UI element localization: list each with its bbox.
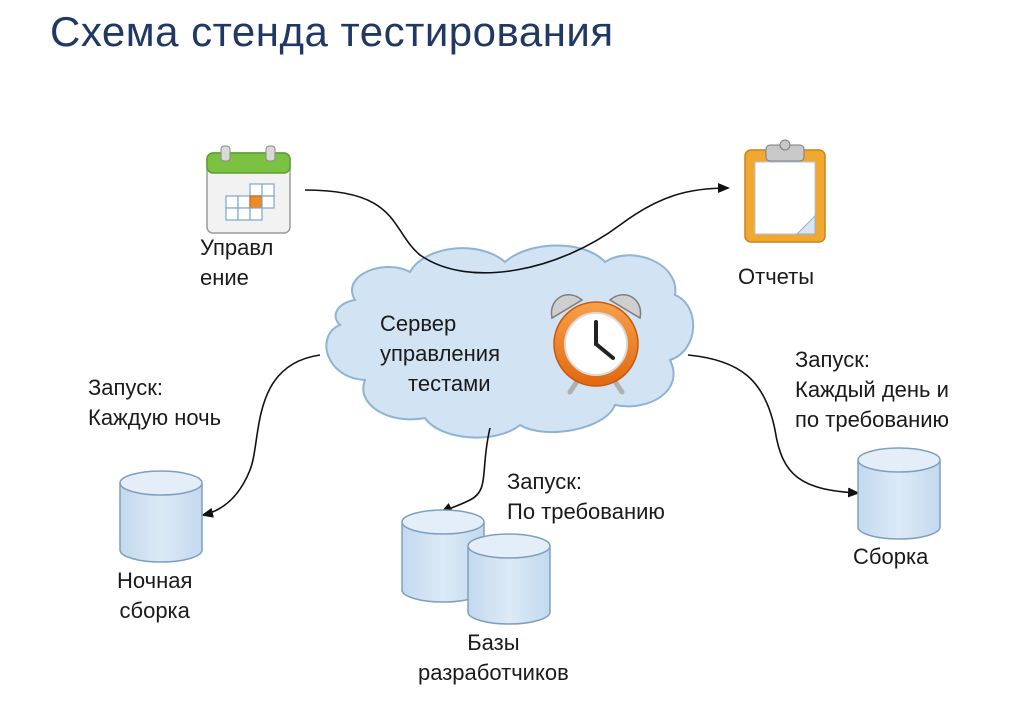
nightly-build-label: Ночная сборка [117,568,193,623]
developer-databases-label: Базы разработчиков [418,630,569,685]
build-label: Сборка [853,544,929,569]
build-run-label: Запуск: Каждый день и по требованию [795,347,950,432]
edge-server-to-nightly [201,354,321,518]
management-label: Управл ение [200,235,274,290]
build-database [857,447,941,540]
developer-database-back [401,509,485,603]
developer-database-front [467,533,551,625]
clipboard-icon [744,139,826,243]
dev-run-label: Запуск: По требованию [507,469,665,524]
server-cloud [325,244,695,439]
edge-server-to-build [687,354,860,498]
reports-label: Отчеты [738,264,815,289]
nightly-build-database [119,470,203,563]
calendar-icon [206,145,291,234]
edge-management-to-reports [304,183,730,274]
alarm-clock-icon [550,294,642,395]
edge-server-to-dev-dbs [440,427,491,513]
nightly-run-label: Запуск: Каждую ночь [88,375,222,430]
edges [201,183,860,518]
page-title: Схема стенда тестирования [50,8,614,55]
server-label: Сервер управления тестами [380,311,500,396]
